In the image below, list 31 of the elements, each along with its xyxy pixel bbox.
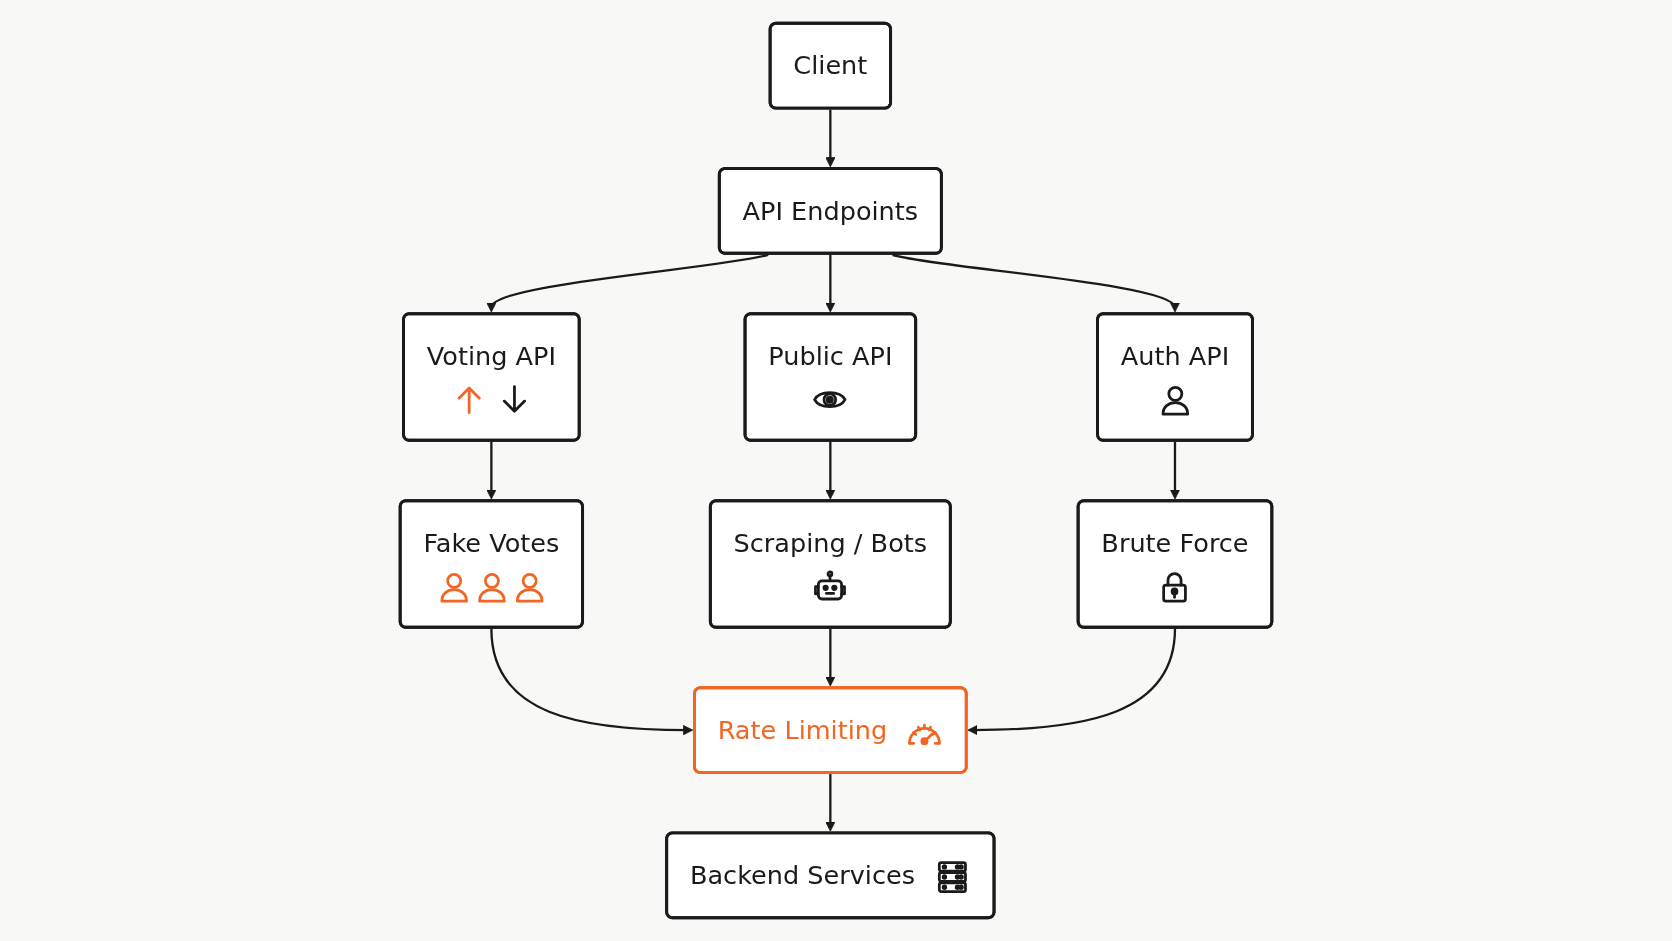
arrow [490, 628, 694, 736]
node-label: Voting API [426, 341, 556, 371]
process-box [768, 21, 893, 110]
arrow [1169, 441, 1181, 500]
process-box [398, 499, 585, 629]
node-label: Brute Force [1101, 528, 1249, 558]
process-box [717, 167, 943, 255]
process-box [665, 831, 996, 920]
arrow [825, 628, 836, 687]
node-label: Public API [768, 341, 893, 371]
process-box [402, 312, 581, 442]
arrow [825, 441, 836, 500]
arrow [892, 253, 1179, 312]
node-label: API Endpoints [742, 196, 919, 226]
arrow [488, 253, 769, 312]
arrow [486, 441, 497, 500]
process-box [693, 686, 968, 774]
node-label: Backend Services [689, 860, 916, 890]
process-box [1096, 312, 1254, 442]
process-box [1076, 499, 1274, 629]
arrow [825, 774, 836, 832]
node-label: Fake Votes [423, 528, 560, 558]
node-label: Scraping / Bots [733, 528, 928, 558]
arrow [825, 109, 836, 168]
node-label: Auth API [1120, 341, 1230, 371]
node-label: Rate Limiting [717, 715, 888, 745]
process-box [743, 312, 918, 442]
node-label: Client [793, 51, 868, 81]
arrow [825, 254, 836, 313]
arrow [967, 628, 1177, 736]
process-box [708, 499, 952, 629]
